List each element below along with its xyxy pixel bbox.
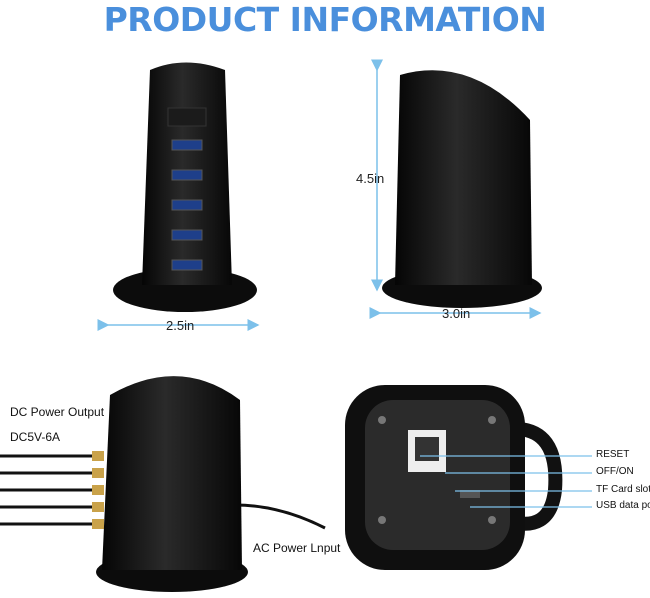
tf-card-slot-label: TF Card slot [596, 484, 650, 495]
side-width-label: 3.0in [442, 306, 471, 321]
usb-data-port-label: USB data port [596, 500, 650, 511]
ac-input-label: AC Power Lnput [253, 541, 341, 555]
front-view-device [113, 62, 257, 312]
off-on-label: OFF/ON [596, 466, 634, 477]
front-width-label: 2.5in [166, 318, 195, 333]
side-height-label: 4.5in [356, 171, 385, 186]
reset-label: RESET [596, 449, 630, 460]
side-view-device [382, 70, 542, 308]
bottom-view-device [345, 385, 592, 570]
page-title: PRODUCT INFORMATION [103, 0, 547, 39]
dc-output-spec: DC5V-6A [10, 430, 61, 444]
dc-output-label: DC Power Output [10, 405, 105, 419]
ports-view-device [0, 376, 326, 592]
